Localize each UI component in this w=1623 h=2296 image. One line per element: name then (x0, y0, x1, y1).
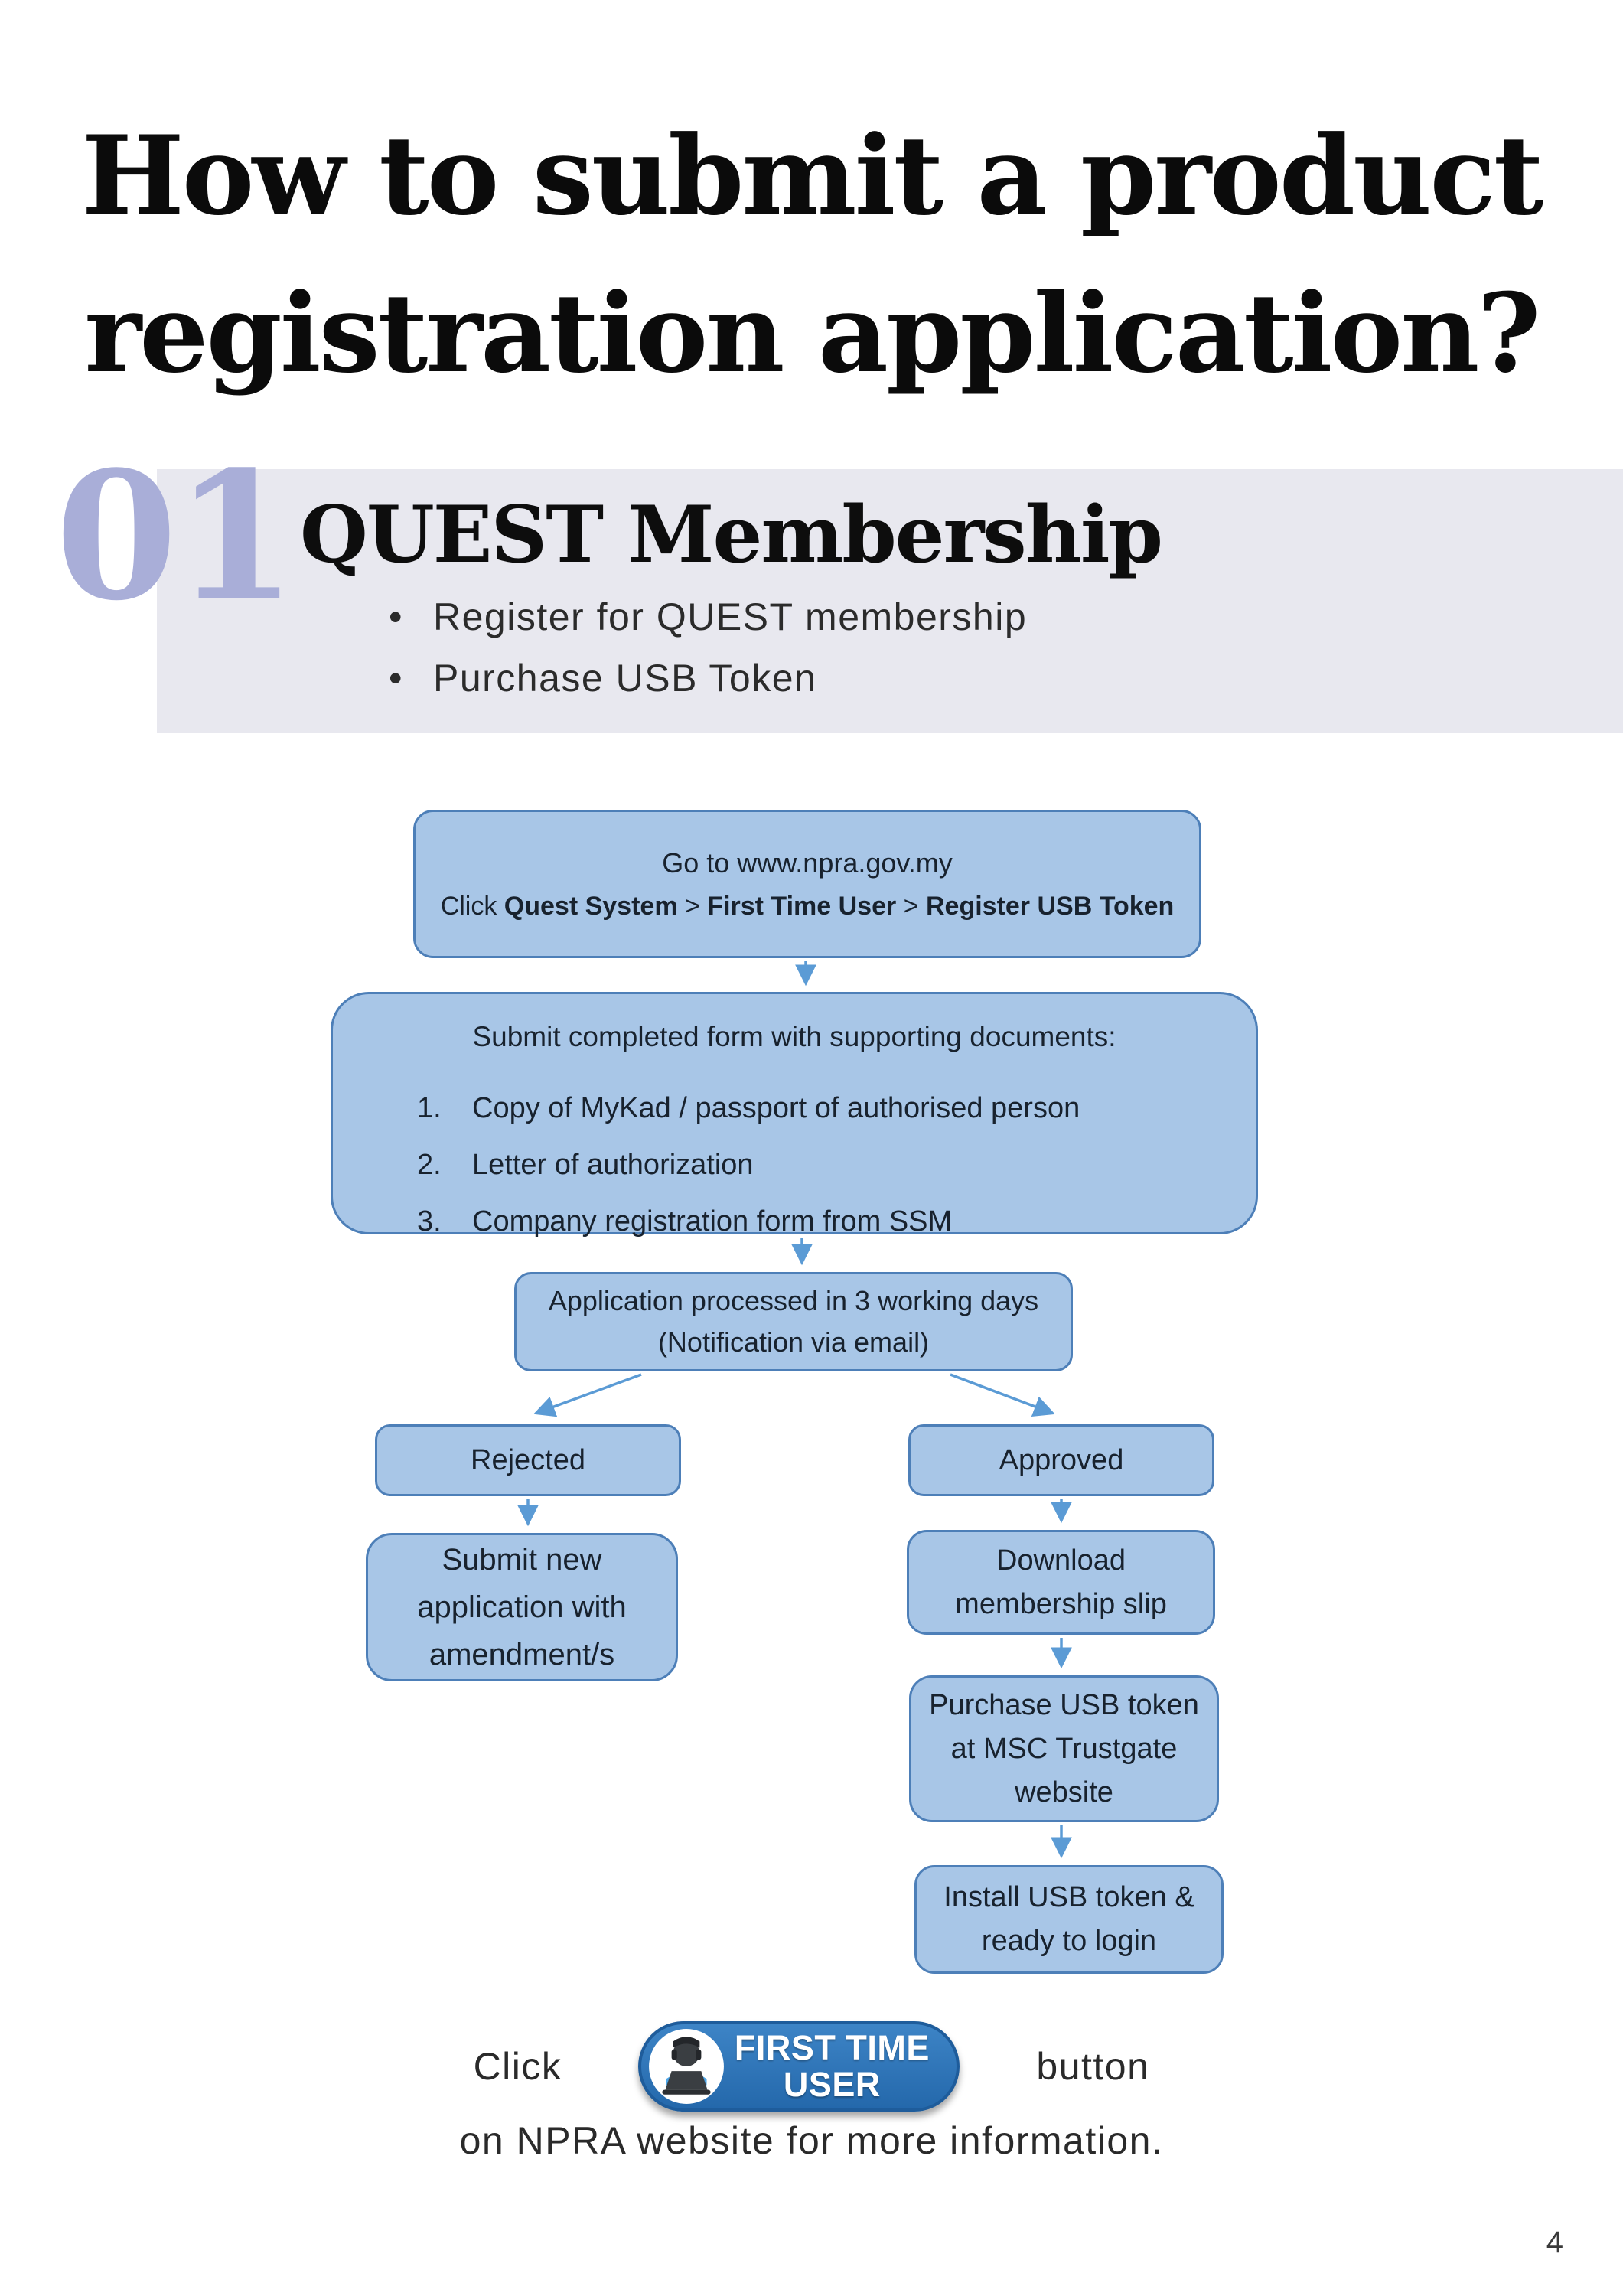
page-number: 4 (1546, 2226, 1563, 2259)
bullet-item: • Register for QUEST membership (389, 586, 1027, 647)
bullet-item: • Purchase USB Token (389, 647, 1027, 709)
flow-box-purchase-usb-token: Purchase USB token at MSC Trustgate webs… (909, 1675, 1219, 1822)
bullet-dot-icon: • (389, 595, 404, 638)
list-item: 1. Copy of MyKad / passport of authorise… (417, 1092, 1080, 1124)
flow-box-go-to-website: Go to www.npra.gov.my Click Quest System… (413, 810, 1201, 958)
flow-box-application-processed: Application processed in 3 working days … (514, 1272, 1073, 1371)
cta-prefix: Click (473, 2045, 562, 2088)
step-number: 01 (55, 433, 297, 640)
arrow-step3-rejected (533, 1373, 642, 1417)
bullet-dot-icon: • (389, 657, 404, 700)
flow-box-text: Go to www.npra.gov.my (662, 847, 953, 879)
arrow-step3-approved (950, 1373, 1055, 1417)
flow-box-submit-new-application: Submit new application with amendment/s (366, 1533, 678, 1681)
list-item: 3. Company registration form from SSM (417, 1205, 953, 1238)
flow-box-rejected: Rejected (375, 1424, 681, 1496)
button-label: FIRST TIME USER (734, 2028, 930, 2104)
flow-box-approved: Approved (908, 1424, 1214, 1496)
flow-box-download-membership-slip: Download membership slip (907, 1530, 1215, 1635)
section-background (157, 469, 1623, 733)
flow-box-heading: Submit completed form with supporting do… (472, 1021, 1116, 1052)
page-title: How to submit a product registration app… (0, 98, 1623, 413)
flow-box-text: Click Quest System > First Time User > R… (440, 891, 1175, 921)
cta-row: Click FIRST TIME USER button (0, 2020, 1623, 2112)
first-time-user-button[interactable]: FIRST TIME USER (638, 2021, 960, 2112)
cta-suffix: button (1036, 2045, 1150, 2088)
page-title-line2: registration application? (84, 269, 1540, 397)
flow-box-submit-form: Submit completed form with supporting do… (331, 992, 1258, 1238)
bullet-item-label: Register for QUEST membership (433, 595, 1028, 638)
flow-box-numbered-list: 1. Copy of MyKad / passport of authorise… (333, 1080, 1256, 1250)
section-title: QUEST Membership (300, 489, 1163, 581)
list-item: 2. Letter of authorization (417, 1149, 754, 1181)
bullet-item-label: Purchase USB Token (433, 657, 817, 700)
page-title-line1: How to submit a product (81, 113, 1544, 240)
flow-box-install-usb-token: Install USB token & ready to login (914, 1865, 1224, 1974)
person-at-laptop-icon (649, 2029, 725, 2104)
cta-second-line: on NPRA website for more information. (459, 2119, 1164, 2162)
section-bullet-list: • Register for QUEST membership • Purcha… (389, 586, 1027, 709)
